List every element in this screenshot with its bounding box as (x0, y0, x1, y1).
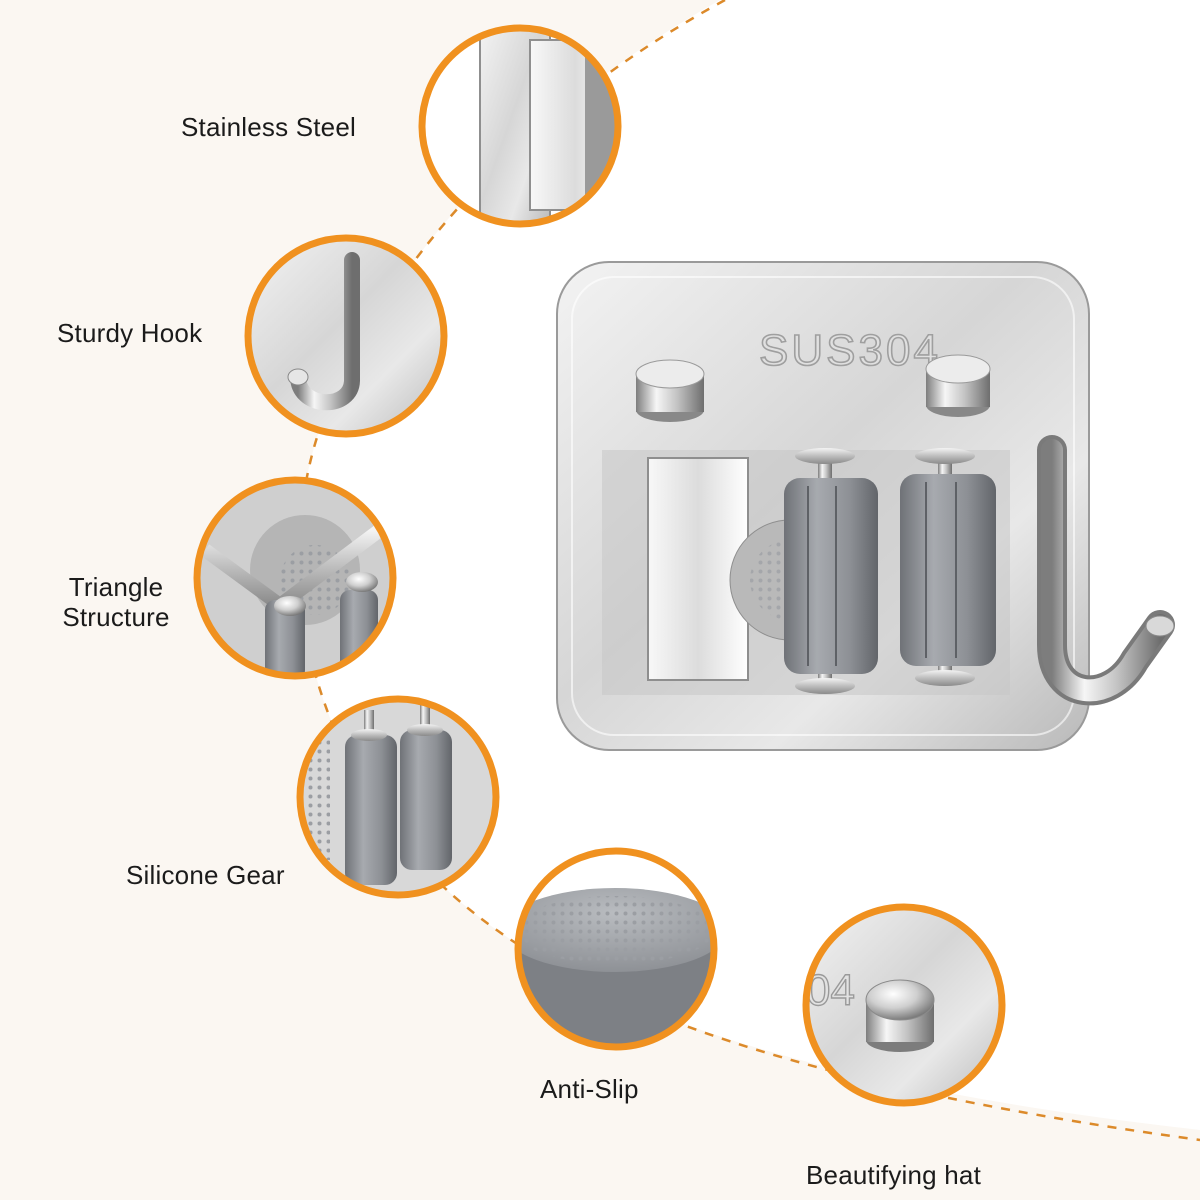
anti-slip-closeup (514, 847, 718, 1051)
hat-engraving-fragment: 04 (806, 966, 855, 1015)
hat-left-icon (635, 359, 705, 422)
triangle-structure-closeup (193, 476, 397, 680)
j-hook-icon (1037, 435, 1175, 706)
hat-right-icon (925, 354, 991, 417)
roller-right-icon (900, 448, 996, 686)
main-product-holder: SUS304 (556, 261, 1175, 751)
sturdy-hook-closeup (244, 234, 448, 438)
label-triangle-line1: Triangle (68, 572, 164, 602)
roller-left-icon (784, 448, 878, 694)
beautifying-hat-closeup: 04 (802, 903, 1006, 1107)
label-stainless-steel: Stainless Steel (181, 112, 356, 142)
label-triangle-line2: Structure (62, 602, 170, 632)
label-silicone-gear: Silicone Gear (126, 860, 285, 890)
label-triangle-structure: Triangle Structure (40, 572, 192, 632)
label-anti-slip: Anti-Slip (540, 1074, 639, 1104)
stainless-steel-closeup (418, 24, 622, 228)
plate-engraving: SUS304 (759, 326, 941, 375)
label-sturdy-hook: Sturdy Hook (57, 318, 203, 348)
silicone-gear-closeup (296, 695, 500, 899)
label-beautifying-hat: Beautifying hat (806, 1160, 982, 1190)
